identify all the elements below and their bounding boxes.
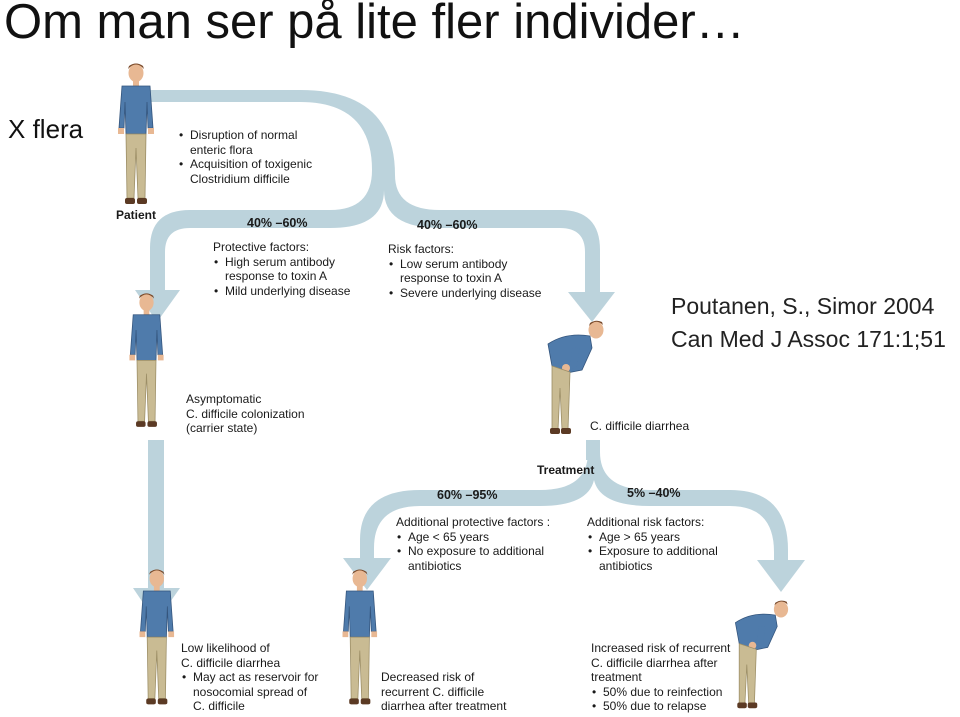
bullet-item: Severe underlying disease: [388, 286, 541, 301]
bullet-item: 50% due to relapse: [591, 699, 730, 714]
additional-risk-factors: Additional risk factors: Age > 65 years …: [587, 515, 718, 573]
bullet-item: Age < 65 years: [396, 530, 550, 545]
arrow-head-right-1: [568, 292, 615, 322]
split1-right-pct: 40% –60%: [417, 218, 478, 232]
patient-label: Patient: [116, 208, 157, 222]
outcome-decreased-risk: Decreased risk of recurrent C. difficile…: [381, 670, 506, 714]
citation-line-1: Poutanen, S., Simor 2004: [671, 293, 935, 319]
diarrhea-label: C. difficile diarrhea: [590, 419, 690, 433]
arrow-shaft-treatment: [586, 440, 600, 460]
citation-line-2: Can Med J Assoc 171:1;51: [671, 326, 946, 352]
outcome-increased-risk: Increased risk of recurrent C. difficile…: [591, 641, 730, 714]
outcome-line: recurrent C. difficile: [381, 684, 485, 699]
asymptomatic-figure: [129, 293, 164, 427]
asymptomatic-line: Asymptomatic: [186, 392, 262, 406]
arrow-head-right-2: [757, 560, 805, 592]
subtitle: X flera: [8, 114, 84, 144]
split1-left-pct: 40% –60%: [247, 216, 308, 230]
outcome-line: Increased risk of recurrent: [591, 641, 731, 655]
treatment-left-pct: 60% –95%: [437, 488, 498, 502]
bullet-item: 50% due to reinfection: [591, 685, 730, 700]
diarrhea-figure: [547, 320, 604, 434]
outcome-low-likelihood: Low likelihood of C. difficile diarrhea …: [181, 641, 318, 714]
outcome-line: C. difficile diarrhea: [181, 655, 281, 670]
protective-heading: Protective factors:: [213, 240, 310, 254]
outcome-line: C. difficile diarrhea after: [591, 655, 718, 670]
arrow-shaft-left-long: [148, 440, 164, 590]
increased-risk-figure: [734, 600, 789, 709]
outcome-line: treatment: [591, 670, 642, 684]
additional-protective-heading: Additional protective factors :: [396, 515, 551, 529]
risk-heading: Risk factors:: [388, 242, 455, 256]
decreased-risk-figure: [342, 569, 378, 705]
treatment-label: Treatment: [537, 463, 595, 477]
low-likelihood-figure: [139, 569, 175, 705]
treatment-right-pct: 5% –40%: [627, 486, 681, 500]
additional-risk-heading: Additional risk factors:: [587, 515, 705, 529]
risk-factors: Risk factors: Low serum antibodyresponse…: [388, 242, 541, 300]
asymptomatic-line: (carrier state): [186, 421, 258, 435]
additional-protective-factors: Additional protective factors : Age < 65…: [396, 515, 550, 573]
asymptomatic-line: C. difficile colonization: [186, 406, 305, 421]
asymptomatic-node: Asymptomatic C. difficile colonization (…: [186, 392, 305, 436]
bullet-item: Age > 65 years: [587, 530, 718, 545]
arrow-split-arch: [150, 90, 600, 292]
page-title: Om man ser på lite fler individer…: [4, 0, 745, 49]
outcome-line: Low likelihood of: [181, 641, 270, 655]
protective-factors: Protective factors: High serum antibodyr…: [213, 240, 350, 298]
outcome-line: diarrhea after treatment: [381, 699, 507, 713]
patient-figure: [118, 63, 154, 204]
bullet-item: Mild underlying disease: [213, 284, 350, 299]
outcome-line: Decreased risk of: [381, 670, 475, 684]
